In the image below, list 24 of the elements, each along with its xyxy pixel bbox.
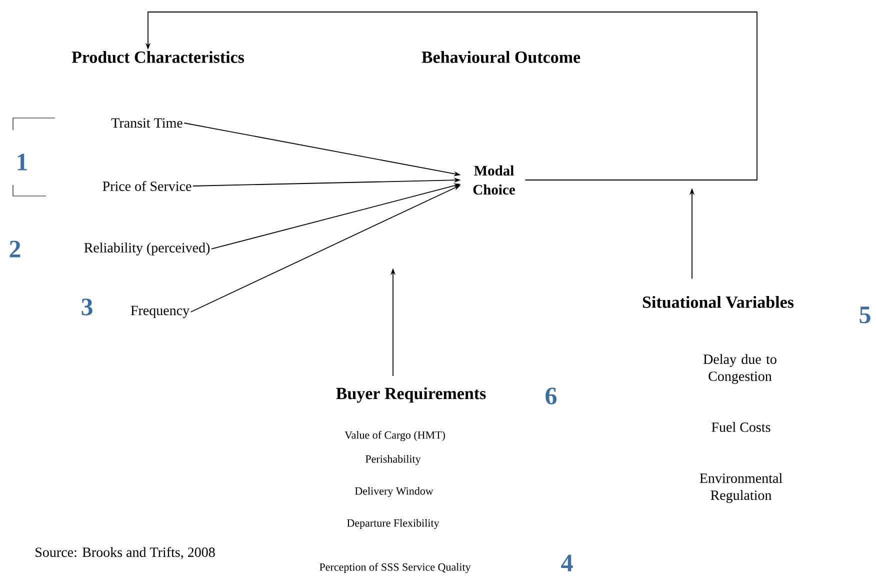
factor-text: Perception of SSS Service Quality [320, 562, 471, 574]
factor-text: Perishability [366, 455, 421, 465]
heading: Buyer Requirements [336, 387, 486, 403]
factor-text: Price of Service [102, 181, 192, 191]
factor-text: Value of Cargo (HMT) [344, 430, 445, 442]
callout-number: 4 [561, 554, 573, 572]
factor-text: Delay due to Congestion [703, 354, 776, 384]
heading: Behavioural Outcome [422, 51, 580, 63]
callout-number: 2 [10, 240, 20, 258]
outcome-text: Modal Choice [473, 165, 515, 195]
factor-text: Frequency [130, 306, 190, 318]
factor-text: Reliability (perceived) [84, 242, 210, 256]
callout-number: 1 [18, 154, 27, 170]
factor-text: Environmental Regulation [700, 473, 782, 503]
callout-number: 5 [860, 306, 870, 324]
callout-number: 3 [82, 298, 92, 316]
factor-text: Fuel Costs [712, 422, 770, 432]
factor-text: Transit Time [111, 118, 182, 128]
source-note: Source: Brooks and Trifts, 2008 [36, 546, 215, 559]
heading: Product Characteristics [72, 51, 244, 63]
factor-text: Departure Flexibility [347, 519, 440, 529]
factor-text: Delivery Window [354, 487, 434, 497]
heading: Situational Variables [642, 296, 794, 308]
callout-number: 6 [546, 388, 557, 404]
